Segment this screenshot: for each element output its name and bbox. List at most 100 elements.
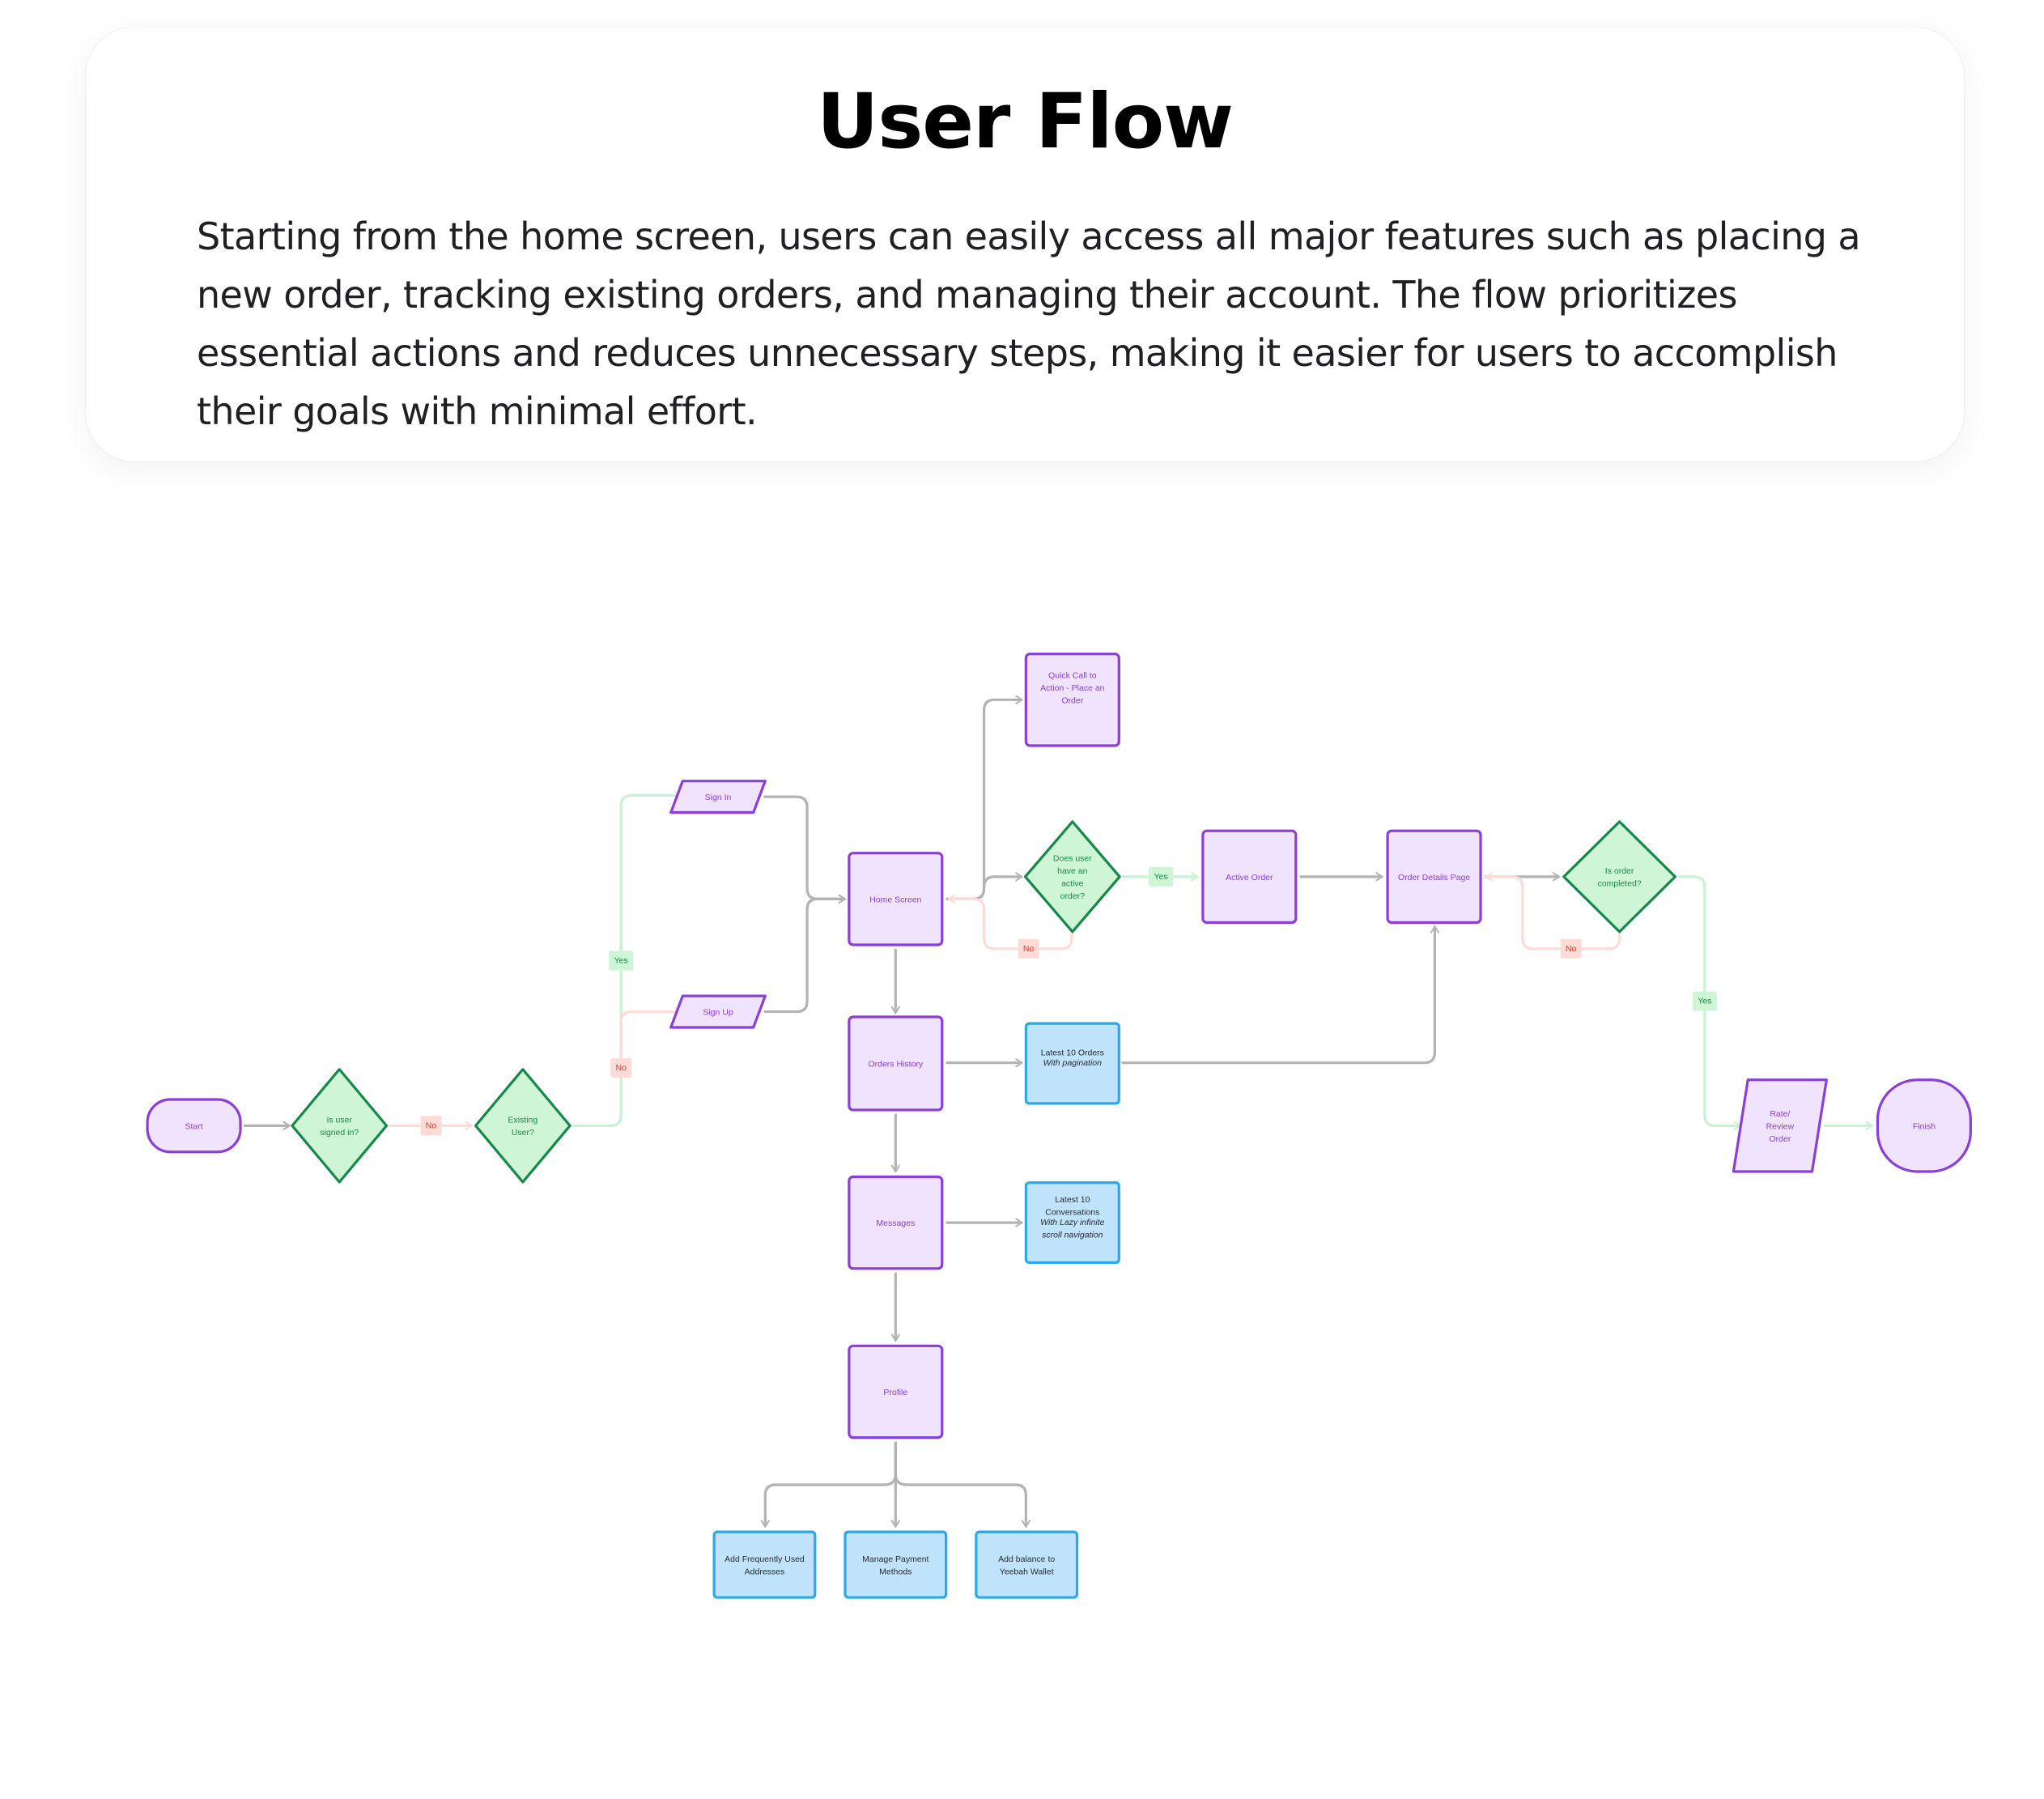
node-shape: [1386, 829, 1482, 925]
edge-is-completed-to-order-details: [1484, 871, 1621, 951]
node-shape: [1024, 1181, 1120, 1265]
node-order-details[interactable]: Order Details Page: [1386, 829, 1482, 925]
node-shape: [1023, 820, 1121, 934]
node-label: Latest 10 Orders: [1041, 1048, 1104, 1058]
edge-home-to-quick-cta: [946, 695, 1024, 900]
edge-label-text: Yes: [1154, 872, 1168, 882]
edge-sign-up-to-home: [763, 894, 847, 1014]
edge-label-no: No: [610, 1058, 632, 1078]
node-label: Messages: [876, 1218, 915, 1228]
node-label: Yeebah Wallet: [1000, 1567, 1054, 1576]
node-orders-history[interactable]: Orders History: [848, 1015, 944, 1112]
edge-label-text: Yes: [614, 955, 628, 965]
node-shape: [848, 1175, 944, 1270]
edge-latest-orders-to-order-details: [1121, 925, 1440, 1065]
node-label: Sign Up: [703, 1008, 733, 1018]
node-label: have an: [1057, 866, 1088, 876]
edge-label-badge: [1692, 991, 1717, 1011]
node-shape: [474, 1068, 572, 1184]
node-home[interactable]: Home Screen: [848, 852, 944, 946]
node-label: Finish: [1913, 1121, 1936, 1131]
node-label: Addresses: [745, 1567, 785, 1576]
page-title: User Flow: [817, 78, 1234, 166]
node-label: Add balance to: [998, 1554, 1055, 1564]
node-label: completed?: [1597, 879, 1641, 889]
node-finish[interactable]: Finish: [1876, 1078, 1972, 1173]
node-label: Latest 10: [1055, 1195, 1090, 1205]
edge-label-yes: Yes: [609, 951, 634, 971]
node-label: active: [1061, 879, 1084, 889]
node-label: Order Details Page: [1398, 873, 1470, 882]
node-shape: [669, 780, 767, 814]
node-label: Manage Payment: [862, 1554, 929, 1564]
node-shape: [1732, 1078, 1828, 1173]
edge-label-text: No: [615, 1063, 627, 1073]
edge-label-no: No: [1560, 938, 1582, 959]
edge-sign-in-to-home: [763, 795, 847, 904]
node-profile[interactable]: Profile: [848, 1344, 944, 1440]
node-label: Review: [1766, 1121, 1795, 1131]
node-label: signed in?: [320, 1128, 359, 1138]
node-shape: [844, 1530, 948, 1599]
node-sign-in[interactable]: Sign In: [669, 780, 767, 814]
node-label: Conversations: [1045, 1207, 1099, 1217]
edge-label-badge: [1149, 866, 1174, 887]
node-label: Order: [1061, 696, 1083, 706]
node-note: With pagination: [1043, 1058, 1102, 1068]
edge-label-badge: [609, 951, 634, 971]
node-sign-up[interactable]: Sign Up: [669, 994, 767, 1029]
node-shape: [1024, 653, 1120, 747]
edge-label-text: No: [426, 1121, 437, 1130]
node-label: order?: [1060, 891, 1086, 901]
node-label: Active Order: [1226, 873, 1273, 882]
edge-label-badge: [610, 1058, 632, 1078]
header-card: User Flow Starting from the home screen,…: [86, 28, 1964, 461]
node-label: Methods: [879, 1567, 912, 1576]
edge-label-text: Yes: [1698, 997, 1711, 1006]
node-note: scroll navigation: [1042, 1230, 1103, 1240]
node-shape: [848, 852, 944, 946]
node-active-order[interactable]: Active Order: [1201, 829, 1298, 925]
node-start[interactable]: Start: [146, 1098, 242, 1154]
node-shape: [669, 994, 767, 1029]
edge-label-yes: Yes: [1692, 991, 1717, 1011]
page-description: Starting from the home screen, users can…: [197, 215, 1861, 433]
node-shape: [146, 1098, 242, 1154]
node-label: Home Screen: [869, 895, 921, 904]
node-label: Existing: [508, 1116, 538, 1125]
node-wallet[interactable]: Add balance to Yeebah Wallet: [975, 1530, 1079, 1599]
node-shape: [291, 1068, 389, 1184]
edge-label-no: No: [420, 1116, 442, 1136]
node-label: Quick Call to: [1048, 671, 1097, 681]
node-messages[interactable]: Messages: [848, 1175, 944, 1270]
node-shape: [848, 1344, 944, 1440]
node-shape: [1876, 1078, 1972, 1173]
node-label: User?: [512, 1128, 534, 1138]
node-shape: [1201, 829, 1298, 925]
node-note: With Lazy infinite: [1040, 1218, 1104, 1227]
node-shape: [975, 1530, 1079, 1599]
node-label: Start: [185, 1121, 202, 1131]
edge-profile-to-addresses: [760, 1441, 897, 1529]
node-is-completed[interactable]: Is order completed?: [1562, 820, 1676, 934]
edge-label-badge: [420, 1116, 442, 1136]
edges-layer: [244, 695, 1874, 1529]
node-label: Order: [1769, 1134, 1791, 1144]
edge-existing-user-to-sign-up: [619, 1006, 683, 1069]
edge-profile-to-wallet: [894, 1441, 1031, 1529]
edge-label-yes: Yes: [1149, 866, 1174, 887]
edge-label-text: No: [1023, 944, 1035, 954]
node-label: Is order: [1605, 866, 1634, 876]
edge-label-no: No: [1018, 938, 1039, 959]
